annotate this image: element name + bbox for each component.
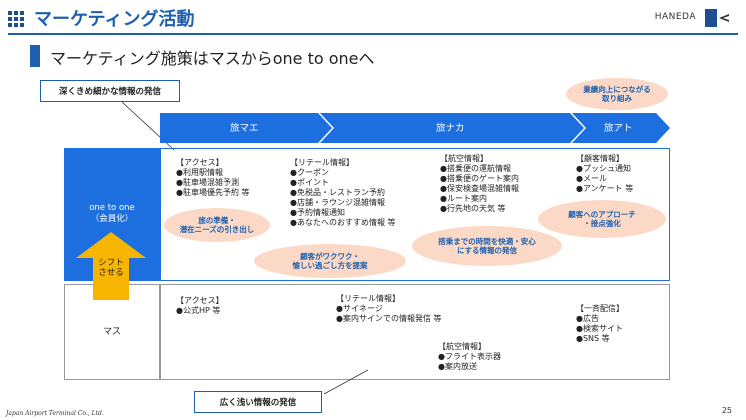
- list-heading: 【アクセス】: [176, 158, 224, 167]
- header-divider: [8, 33, 738, 35]
- one-to-one-content: [160, 148, 670, 281]
- list-item: ●公式HP 等: [176, 306, 221, 315]
- list-item: ●あなたへのおすすめ情報 等: [290, 218, 396, 227]
- company-logo-icon: [8, 11, 24, 27]
- mass-label: マス: [102, 327, 121, 337]
- shift-arrow-icon: [76, 232, 146, 300]
- list-item: ●行先地の天気 等: [440, 204, 506, 213]
- broad-info-connector: [323, 369, 369, 395]
- page-title: マーケティング活動: [34, 9, 195, 30]
- list-item: ●SNS 等: [576, 334, 610, 343]
- boarding-info-bubble: 搭乗までの時間を快適・安心 にする情報の発信: [412, 226, 562, 266]
- mass-broadcast-list: 【一斉配信】 ●広告 ●検索サイト ●SNS 等: [576, 304, 624, 344]
- list-heading: 【リテール情報】: [290, 158, 354, 167]
- mass-content: [160, 284, 670, 380]
- list-item: ●広告: [576, 314, 599, 323]
- oto-flight-list: 【航空情報】 ●搭乗便の運航情報 ●搭乗便のゲート案内 ●保安検査場混雑情報 ●…: [440, 154, 519, 214]
- shift-label: シフト させる: [98, 258, 124, 279]
- list-item: ●案内放送: [438, 362, 477, 371]
- oto-customer-list: 【顧客情報】 ●プッシュ通知 ●メール ●アンケート 等: [576, 154, 633, 194]
- list-item: ●搭乗便のゲート案内: [440, 174, 519, 183]
- list-item: ●クーポン: [290, 168, 329, 177]
- list-item: ●免税品・レストラン予約: [290, 188, 385, 197]
- business-growth-bubble: 業績向上につながる 取り組み: [566, 78, 668, 110]
- fine-info-callout-text: 深くきめ細かな情報の発信: [58, 87, 161, 97]
- list-item: ●フライト表示器: [438, 352, 501, 361]
- list-heading: 【航空情報】: [438, 342, 486, 351]
- mass-retail-list: 【リテール情報】 ●サイネージ ●案内サインでの情報発信 等: [336, 294, 442, 324]
- broad-info-callout: 広く浅い情報の発信: [194, 391, 322, 413]
- list-item: ●利用駅情報: [176, 168, 223, 177]
- travel-prep-bubble: 旅の準備・ 潜在ニーズの引き出し: [164, 208, 270, 242]
- list-heading: 【リテール情報】: [336, 294, 400, 303]
- list-heading: 【一斉配信】: [576, 304, 624, 313]
- brand-name: HANEDA: [654, 12, 696, 22]
- list-item: ●プッシュ通知: [576, 164, 631, 173]
- list-item: ●店舗・ラウンジ混雑情報: [290, 198, 385, 207]
- list-item: ●搭乗便の運航情報: [440, 164, 511, 173]
- list-item: ●駐車場優先予約 等: [176, 188, 250, 197]
- list-item: ●サイネージ: [336, 304, 383, 313]
- list-heading: 【航空情報】: [440, 154, 488, 163]
- customer-approach-bubble: 顧客へのアプローチ ・接点強化: [538, 200, 666, 238]
- list-heading: 【顧客情報】: [576, 154, 624, 163]
- list-item: ●メール: [576, 174, 607, 183]
- list-heading: 【アクセス】: [176, 296, 224, 305]
- list-item: ●検索サイト: [576, 324, 623, 333]
- customer-excite-bubble: 顧客がワクワク・ 愉しい過ごし方を提案: [254, 244, 406, 278]
- oto-retail-list: 【リテール情報】 ●クーポン ●ポイント ●免税品・レストラン予約 ●店舗・ラウ…: [290, 158, 396, 228]
- list-item: ●ルート案内: [440, 194, 487, 203]
- mass-flight-list: 【航空情報】 ●フライト表示器 ●案内放送: [438, 342, 501, 372]
- list-item: ●ポイント: [290, 178, 329, 187]
- list-item: ●駐車場混雑予測: [176, 178, 239, 187]
- list-item: ●アンケート 等: [576, 184, 634, 193]
- stage-during-trip: 旅ナカ: [436, 123, 465, 134]
- mass-access-list: 【アクセス】 ●公式HP 等: [176, 296, 224, 316]
- list-item: ●保安検査場混雑情報: [440, 184, 519, 193]
- list-item: ●予約情報通知: [290, 208, 345, 217]
- oto-access-list: 【アクセス】 ●利用駅情報 ●駐車場混雑予測 ●駐車場優先予約 等: [176, 158, 250, 198]
- airplane-logo-icon: [705, 9, 729, 27]
- broad-info-callout-text: 広く浅い情報の発信: [219, 398, 297, 408]
- slide-header: マーケティング活動 HANEDA: [0, 0, 746, 36]
- stage-before-trip: 旅マエ: [230, 123, 259, 134]
- list-item: ●案内サインでの情報発信 等: [336, 314, 442, 323]
- slide-subtitle: マーケティング施策はマスからone to oneへ: [50, 49, 375, 68]
- stage-after-trip: 旅アト: [604, 123, 633, 134]
- journey-stage-chevrons: [160, 113, 670, 143]
- page-number: 25: [721, 406, 732, 415]
- company-footer: Japan Airport Terminal Co., Ltd.: [6, 410, 104, 417]
- subtitle-marker: [30, 45, 40, 67]
- fine-info-callout: 深くきめ細かな情報の発信: [40, 80, 180, 102]
- one-to-one-label: one to one （会員化）: [89, 203, 135, 225]
